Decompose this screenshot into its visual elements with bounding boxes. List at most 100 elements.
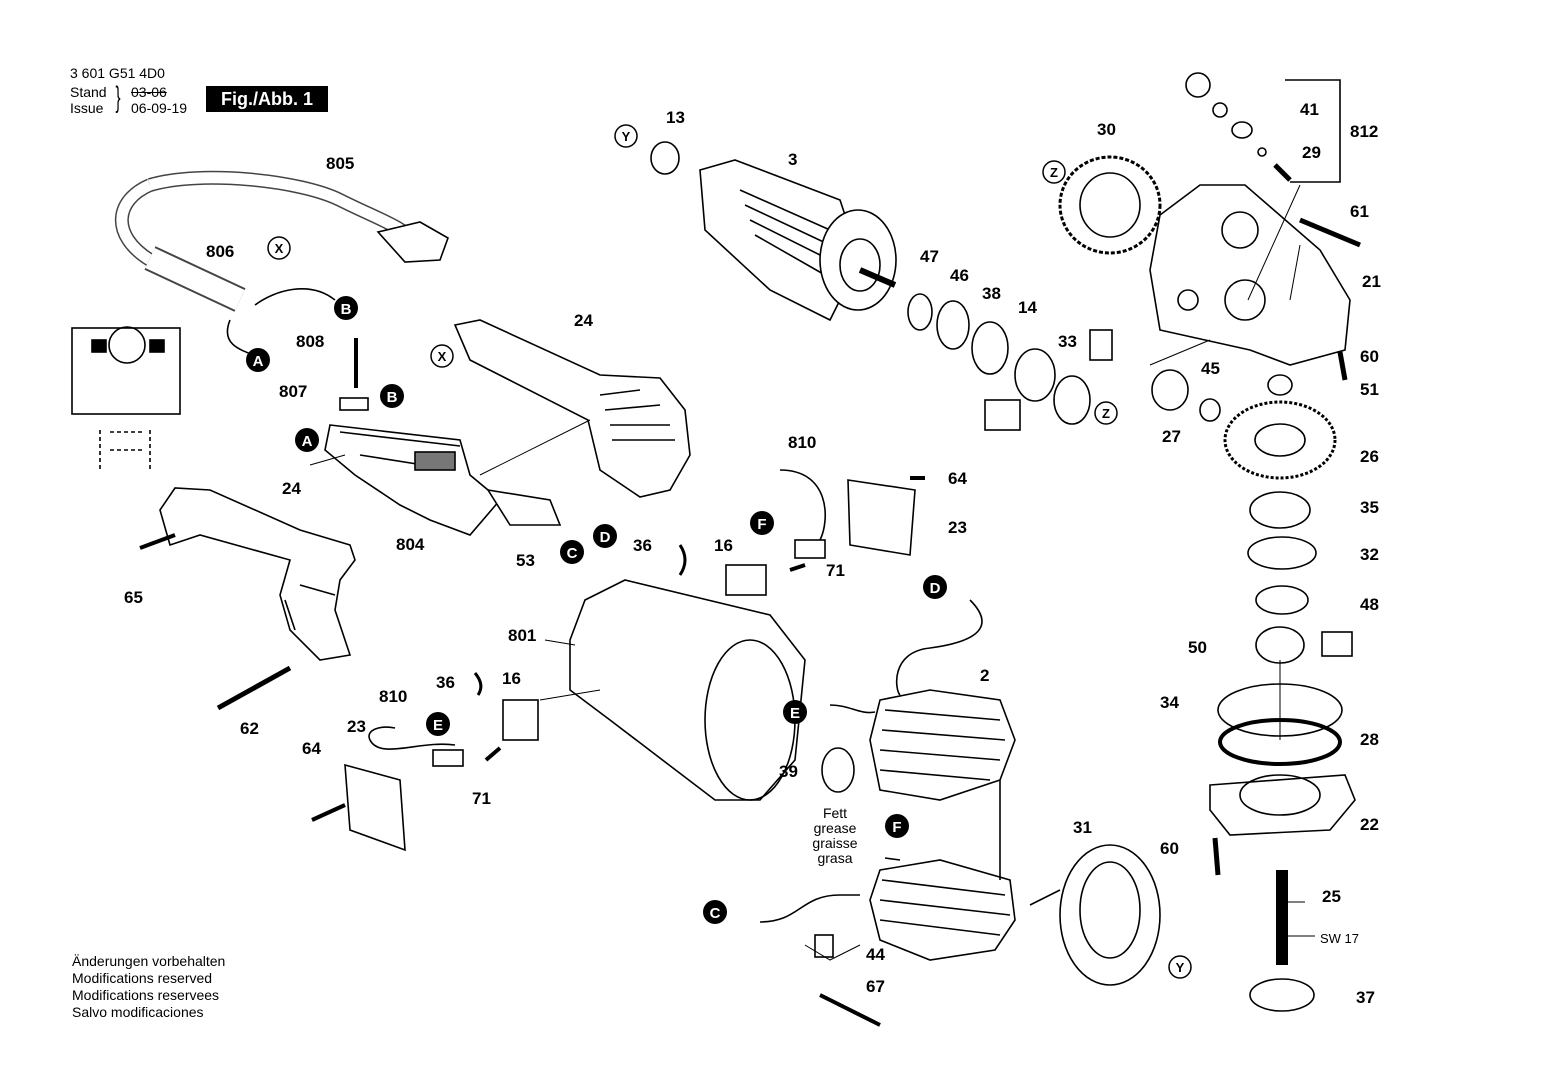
- part-label-34: 34: [1160, 693, 1179, 712]
- connection-markers: A A B B C C D D E E F F: [246, 296, 947, 924]
- issue-label: Issue: [70, 100, 104, 116]
- bearing-13: [650, 141, 680, 175]
- part-label-65: 65: [124, 588, 143, 607]
- grease-symbol-bearing: [984, 399, 1021, 431]
- screw-62: [216, 665, 292, 711]
- part-label-2: 2: [980, 666, 989, 685]
- svg-text:C: C: [567, 545, 578, 562]
- part-label-13: 13: [666, 108, 685, 127]
- bearing-14: [1014, 348, 1056, 402]
- screw-60-bottom: [1212, 837, 1221, 876]
- part-label-810-top: 810: [788, 433, 816, 452]
- part-label-27: 27: [1162, 427, 1181, 446]
- marker-A-2: A: [295, 428, 319, 452]
- bracket-brace: }: [115, 81, 121, 114]
- schematic-switch: [99, 430, 151, 470]
- part-label-60-bottom: 60: [1160, 839, 1179, 858]
- marker-F-1: F: [750, 511, 774, 535]
- marker-Z-2: Z: [1094, 401, 1118, 425]
- wire-leads: [368, 469, 983, 923]
- svg-text:Z: Z: [1102, 406, 1110, 421]
- marker-C-1: C: [560, 540, 584, 564]
- leader-lines: [309, 184, 1315, 961]
- schematic-frame: [71, 327, 181, 415]
- switch-assembly: [324, 338, 562, 536]
- part-label-47: 47: [920, 247, 939, 266]
- rings-and-bearings: [907, 293, 1113, 431]
- bevel-gear-30: [1058, 155, 1162, 255]
- part-label-71-top: 71: [826, 561, 845, 580]
- pinion-group: [1151, 369, 1293, 422]
- screw-65: [139, 533, 176, 550]
- marker-B-2: B: [380, 384, 404, 408]
- part-label-26: 26: [1360, 447, 1379, 466]
- part-label-48: 48: [1360, 595, 1379, 614]
- part-label-23-top: 23: [948, 518, 967, 537]
- fan-cover-31: [1029, 844, 1161, 986]
- part-label-33: 33: [1058, 332, 1077, 351]
- part-label-812: 812: [1350, 122, 1378, 141]
- schematic-brush-right: [149, 339, 165, 353]
- part-label-36-bottom: 36: [436, 673, 455, 692]
- marker-Z-1: Z: [1042, 160, 1066, 184]
- part-label-71-bottom: 71: [472, 789, 491, 808]
- reference-markers: X X Y Y Z Z: [267, 124, 1192, 979]
- grease-note-en: grease: [813, 820, 857, 836]
- cover-23-bottom: [344, 763, 406, 852]
- footer-line-es: Salvo modificaciones: [72, 1004, 204, 1020]
- marker-Y-2: Y: [1168, 955, 1192, 979]
- field-coil: [869, 689, 1016, 961]
- sleeve-33: [1089, 329, 1113, 361]
- part-label-36-top: 36: [633, 536, 652, 555]
- power-cord: [114, 170, 449, 359]
- grease-note-fr: graisse: [812, 835, 858, 851]
- armature: [650, 141, 897, 322]
- part-label-28: 28: [1360, 730, 1379, 749]
- flange-37: [1249, 978, 1315, 1012]
- marker-B-1: B: [334, 296, 358, 320]
- brush-ring-39: [821, 747, 855, 793]
- marker-C-2: C: [703, 900, 727, 924]
- part-label-810-bottom: 810: [379, 687, 407, 706]
- needle-bearing-35: [1249, 491, 1311, 529]
- screw-71-bottom: [484, 746, 502, 762]
- grease-note-es: grasa: [817, 850, 853, 866]
- part-label-32: 32: [1360, 545, 1379, 564]
- part-label-25: 25: [1322, 887, 1341, 906]
- bearing-33: [1053, 375, 1091, 425]
- part-label-804: 804: [396, 535, 425, 554]
- marker-D-2: D: [923, 575, 947, 599]
- part-label-38: 38: [982, 284, 1001, 303]
- bearing-50: [1255, 626, 1305, 664]
- part-label-23-bottom: 23: [347, 717, 366, 736]
- part-label-60-top: 60: [1360, 347, 1379, 366]
- brush-holder-16-top: [725, 564, 767, 596]
- brush-holder-16-bottom: [502, 699, 539, 741]
- switch-53: [486, 488, 562, 526]
- figure-label: Fig./Abb. 1: [206, 86, 328, 112]
- gear-stack: [1223, 400, 1353, 664]
- part-label-61: 61: [1350, 202, 1369, 221]
- gear-housing: [1149, 184, 1361, 381]
- footer-line-en: Modifications reserved: [72, 970, 213, 986]
- part-label-35: 35: [1360, 498, 1379, 517]
- power-plug: [376, 221, 449, 263]
- screw-61: [1299, 217, 1361, 248]
- issue-date: 06-09-19: [131, 100, 188, 116]
- clip-36-bottom: [473, 672, 483, 696]
- svg-text:X: X: [438, 349, 447, 364]
- marker-E-2: E: [783, 700, 807, 724]
- nut-45: [1199, 398, 1221, 422]
- svg-text:Y: Y: [1176, 960, 1185, 975]
- part-label-22: 22: [1360, 815, 1379, 834]
- marker-X-1: X: [267, 236, 291, 260]
- part-label-805: 805: [326, 154, 354, 173]
- part-label-807: 807: [279, 382, 307, 401]
- ring-32: [1247, 536, 1317, 570]
- part-label-801: 801: [508, 626, 536, 645]
- part-label-24-bottom: 24: [282, 479, 301, 498]
- clip-36-top: [678, 544, 687, 576]
- handle-half-bottom: [139, 487, 356, 711]
- stand-label: Stand: [70, 84, 107, 100]
